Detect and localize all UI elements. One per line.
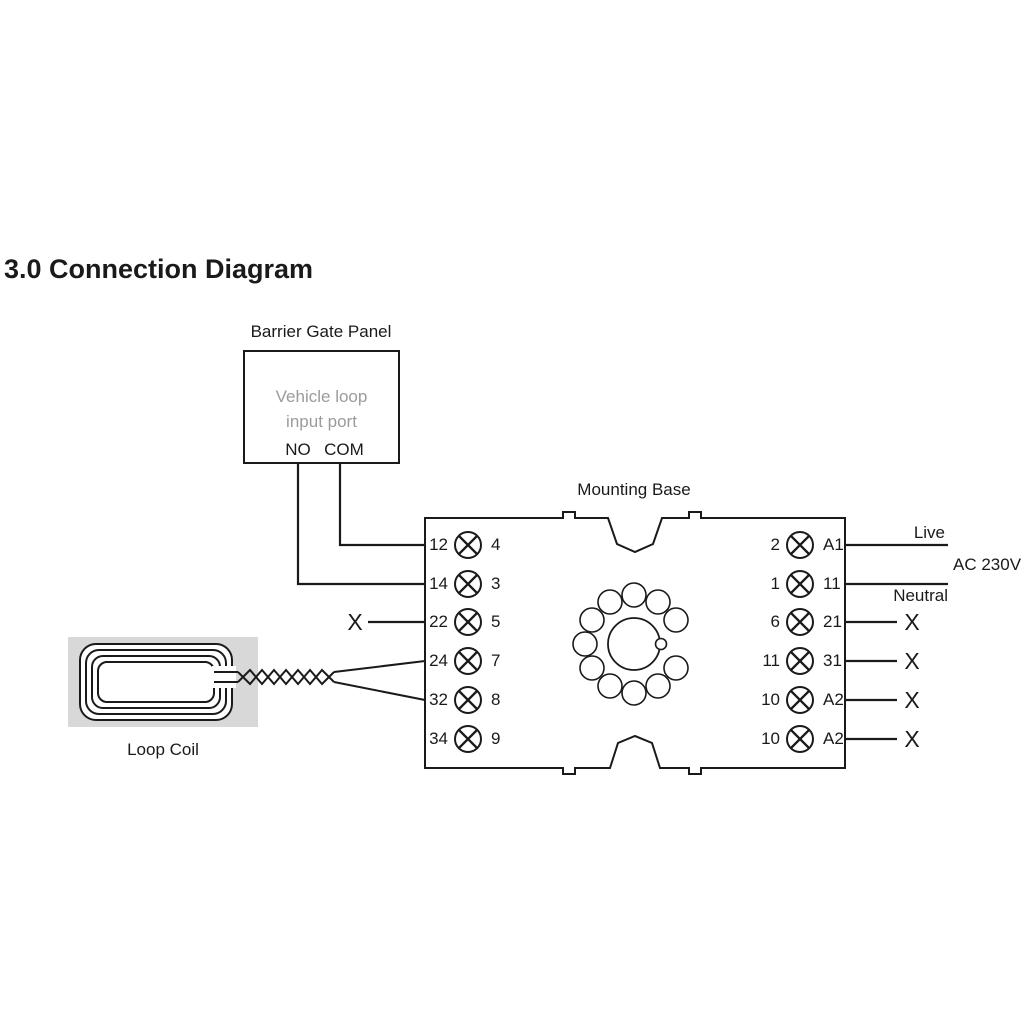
terminal-pin-label: 8 bbox=[491, 690, 501, 709]
power-wires bbox=[845, 543, 948, 741]
terminal-screw-icon bbox=[453, 685, 483, 715]
barrier-gate-panel-label: Barrier Gate Panel bbox=[250, 322, 392, 341]
wire-coil-a bbox=[333, 660, 426, 673]
terminal-screw-icon bbox=[453, 646, 483, 676]
nc-x-mark: X bbox=[904, 687, 920, 713]
terminal-pin-label: 9 bbox=[491, 729, 501, 748]
nc-x-mark: X bbox=[904, 648, 920, 674]
terminal-screw-icon bbox=[453, 569, 483, 599]
terminal-pin-label: 22 bbox=[429, 612, 448, 631]
live-label: Live bbox=[913, 523, 945, 542]
terminal-pin-label: 21 bbox=[823, 612, 842, 631]
terminal-pin-label: A1 bbox=[823, 535, 844, 554]
terminal-screw-icon bbox=[453, 530, 483, 560]
mounting-base-label: Mounting Base bbox=[577, 480, 691, 499]
panel-body-line2: input port bbox=[286, 412, 357, 431]
terminal-pin-label: 24 bbox=[429, 651, 448, 670]
panel-no-label: NO bbox=[285, 440, 311, 459]
terminal-pin-label: 32 bbox=[429, 690, 448, 709]
page-title: 3.0 Connection Diagram bbox=[4, 254, 314, 284]
terminal-pin-label: 14 bbox=[429, 574, 448, 593]
terminal-pin-label: 1 bbox=[770, 574, 780, 593]
terminal-pin-label: 6 bbox=[770, 612, 780, 631]
terminal-screw-icon bbox=[785, 607, 815, 637]
terminal-pin-label: A2 bbox=[823, 729, 844, 748]
terminal-pin-label: 10 bbox=[761, 729, 780, 748]
neutral-label: Neutral bbox=[893, 586, 948, 605]
terminal-pin-label: 4 bbox=[491, 535, 501, 554]
voltage-label: AC 230V bbox=[953, 555, 1022, 574]
terminal-pin-label: 12 bbox=[429, 535, 448, 554]
socket-key-notch bbox=[654, 637, 668, 651]
wire-coil-b bbox=[333, 681, 426, 701]
terminal-pin-label: 31 bbox=[823, 651, 842, 670]
loop-coil-icon bbox=[68, 637, 258, 727]
wire-no bbox=[296, 464, 425, 586]
nc-x-mark: X bbox=[347, 609, 363, 635]
terminal-screw-icon bbox=[785, 530, 815, 560]
terminal-screw-icon bbox=[453, 607, 483, 637]
terminal-screw-icon bbox=[785, 724, 815, 754]
panel-wires bbox=[296, 464, 425, 586]
terminal-screw-icon bbox=[785, 646, 815, 676]
nc-x-mark: X bbox=[904, 726, 920, 752]
terminal-pin-label: 2 bbox=[770, 535, 780, 554]
terminal-pin-label: 11 bbox=[823, 574, 841, 593]
panel-body-line1: Vehicle loop bbox=[275, 387, 368, 406]
panel-com-label: COM bbox=[324, 440, 364, 459]
terminal-screw-icon bbox=[453, 724, 483, 754]
nc-x-mark: X bbox=[904, 609, 920, 635]
terminal-screw-icon bbox=[785, 569, 815, 599]
terminal-pin-label: 3 bbox=[491, 574, 501, 593]
loop-coil-label: Loop Coil bbox=[127, 740, 199, 759]
terminal-pin-label: 5 bbox=[491, 612, 501, 631]
terminal-pin-label: 10 bbox=[761, 690, 780, 709]
terminal-pin-label: 34 bbox=[429, 729, 448, 748]
twisted-pair-wire bbox=[237, 660, 426, 701]
terminal-pin-label: 7 bbox=[491, 651, 501, 670]
barrier-gate-panel-box bbox=[243, 350, 400, 464]
terminal-pin-label: 11 bbox=[762, 651, 780, 670]
socket-icon bbox=[572, 582, 689, 706]
terminal-pin-label: A2 bbox=[823, 690, 844, 709]
terminal-screw-icon bbox=[785, 685, 815, 715]
wire-com bbox=[338, 464, 425, 547]
